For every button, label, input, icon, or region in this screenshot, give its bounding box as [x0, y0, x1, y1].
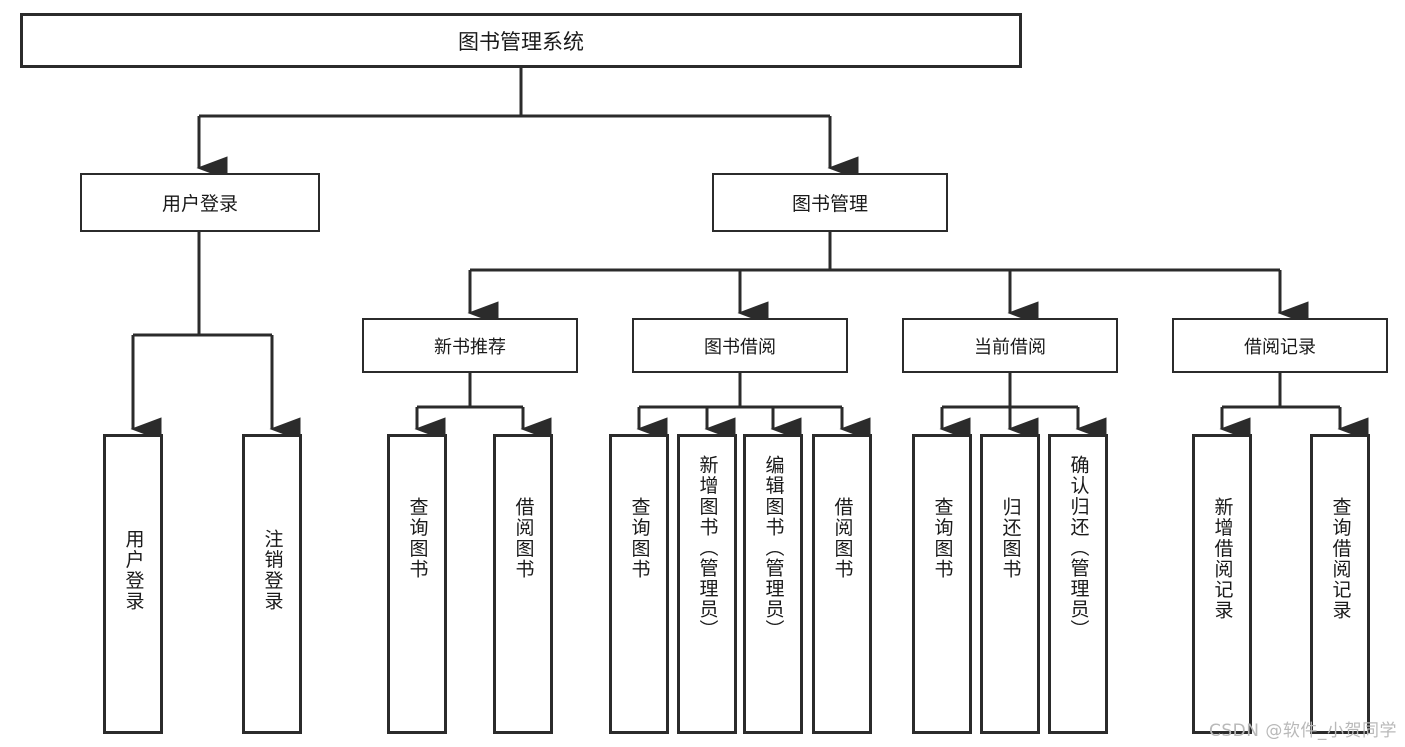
node-borrow-record[interactable]: 借阅记录 — [1172, 318, 1388, 373]
node-book-borrow[interactable]: 图书借阅 — [632, 318, 848, 373]
node-label: 新增借阅记录 — [1211, 497, 1234, 621]
leaf-new-book-query-book[interactable]: 查询图书 — [387, 434, 447, 734]
node-label: 图书借阅 — [704, 336, 776, 358]
leaf-book-borrow-query-book[interactable]: 查询图书 — [609, 434, 669, 734]
watermark-text: CSDN @软件_小贺同学 — [1208, 721, 1397, 741]
leaf-borrow-record-add-record[interactable]: 新增借阅记录 — [1192, 434, 1252, 734]
node-label: 借阅记录 — [1244, 336, 1316, 358]
node-label: 新书推荐 — [434, 336, 506, 358]
node-label: 借阅图书 — [512, 497, 535, 580]
node-label: 当前借阅 — [974, 336, 1046, 358]
node-label: 归还图书 — [999, 497, 1022, 580]
node-label: 查询图书 — [931, 497, 954, 580]
node-label: 用户登录 — [161, 193, 238, 215]
leaf-book-borrow-borrow-book[interactable]: 借阅图书 — [812, 434, 872, 734]
node-label: 编辑图书（管理员） — [762, 455, 785, 640]
node-user-login[interactable]: 用户登录 — [80, 173, 320, 232]
node-label: 确认归还（管理员） — [1067, 455, 1090, 640]
node-current-borrow[interactable]: 当前借阅 — [902, 318, 1118, 373]
node-label: 借阅图书 — [831, 497, 854, 580]
node-label: 查询图书 — [406, 497, 429, 580]
leaf-current-borrow-confirm-return-admin[interactable]: 确认归还（管理员） — [1048, 434, 1108, 734]
leaf-borrow-record-query-record[interactable]: 查询借阅记录 — [1310, 434, 1370, 734]
leaf-current-borrow-return-book[interactable]: 归还图书 — [980, 434, 1040, 734]
leaf-book-borrow-add-book-admin[interactable]: 新增图书（管理员） — [677, 434, 737, 734]
leaf-book-borrow-edit-book-admin[interactable]: 编辑图书（管理员） — [743, 434, 803, 734]
leaf-user-login-login[interactable]: 用户登录 — [103, 434, 163, 734]
leaf-new-book-borrow-book[interactable]: 借阅图书 — [493, 434, 553, 734]
node-new-book-recommend[interactable]: 新书推荐 — [362, 318, 578, 373]
node-label: 注销登录 — [261, 529, 284, 612]
node-label: 图书管理 — [791, 193, 868, 215]
node-label: 新增图书（管理员） — [696, 455, 719, 640]
node-book-management[interactable]: 图书管理 — [712, 173, 948, 232]
node-label: 用户登录 — [122, 529, 145, 612]
leaf-user-login-logout[interactable]: 注销登录 — [242, 434, 302, 734]
leaf-current-borrow-query-book[interactable]: 查询图书 — [912, 434, 972, 734]
node-root-book-management-system[interactable]: 图书管理系统 — [20, 13, 1022, 68]
node-label: 查询借阅记录 — [1329, 497, 1352, 621]
node-label: 查询图书 — [628, 497, 651, 580]
node-label: 图书管理系统 — [458, 29, 584, 54]
